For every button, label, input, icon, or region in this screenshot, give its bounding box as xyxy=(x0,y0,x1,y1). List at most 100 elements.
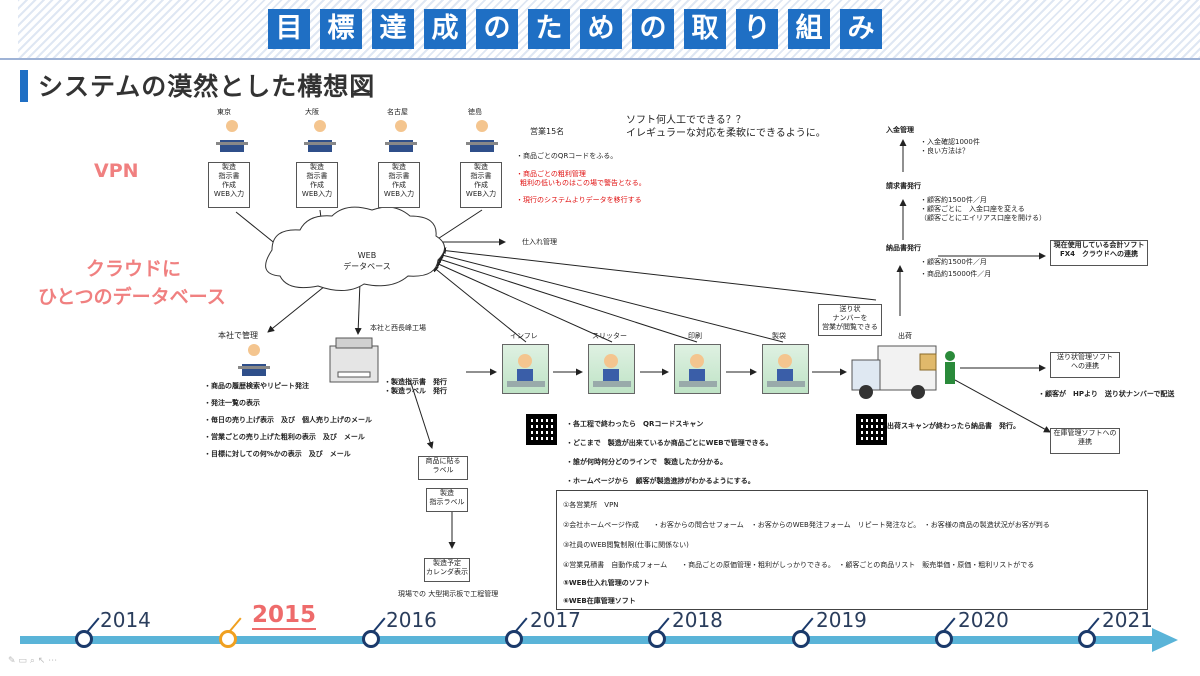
banner-char: り xyxy=(736,9,778,49)
banner-char: み xyxy=(840,9,882,49)
sales-note: 粗利の低いものはこの場で警告となる。 xyxy=(520,179,646,187)
delivery-slip-title: 納品書発行 xyxy=(886,244,921,252)
timeline-year: 2020 xyxy=(958,608,1009,632)
factory-label: 本社と西長峰工場 xyxy=(370,324,426,332)
banner-char: 標 xyxy=(320,9,362,49)
timeline-dot[interactable] xyxy=(505,630,523,648)
presenter-toolbar[interactable]: ✎ ▭ ⌕ ↖ ⋯ xyxy=(8,656,57,666)
timeline-dot[interactable] xyxy=(648,630,666,648)
sales-note: ・商品ごとの粗利管理 xyxy=(516,170,586,178)
factory-worker-icon xyxy=(588,344,635,394)
list-item: ・発注一覧の表示 xyxy=(204,399,260,407)
process-notes: ・各工程で終わったら QRコードスキャン ・どこまで 製造が出来ているか商品ごと… xyxy=(566,420,773,485)
tracking-software-box: 送り状管理ソフトへの連携 xyxy=(1050,352,1120,378)
list-item: ・目標に対しての何%かの表示 及び メール xyxy=(204,450,351,458)
timeline-dot[interactable] xyxy=(1078,630,1096,648)
process-step-label: インフレ xyxy=(510,332,538,340)
banner-char: の xyxy=(632,9,674,49)
factory-worker-icon xyxy=(502,344,549,394)
timeline-year: 2019 xyxy=(816,608,867,632)
sales-count: 営業15名 xyxy=(530,127,565,136)
summary-box: ①各営業所 VPN ②会社ホームページ作成 ・お客からの問合せフォーム ・お客か… xyxy=(556,490,1148,610)
timeline-year: 2014 xyxy=(100,608,151,632)
banner-char: 達 xyxy=(372,9,414,49)
banner-char: 組 xyxy=(788,9,830,49)
process-step-label: 印刷 xyxy=(688,332,702,340)
invoice-notes: ・顧客約1500件／月・顧客ごとに 入金口座を変える（顧客ごとにエイリアス口座を… xyxy=(920,196,1046,222)
qr-code-icon xyxy=(526,414,557,445)
factory-worker-icon xyxy=(762,344,809,394)
customer-tracking-note: ・顧客が HPより 送り状ナンバーで配送 xyxy=(1038,390,1175,398)
vpn-label: VPN xyxy=(94,160,139,182)
office-worker-icon xyxy=(236,342,272,378)
office-worker-icon xyxy=(214,118,250,154)
top-question: ソフト何人工でできる？？イレギュラーな対応を柔軟にできるように。 xyxy=(626,115,826,139)
zoom-icon[interactable]: ⌕ xyxy=(29,656,35,666)
timeline-year: 2021 xyxy=(1102,608,1153,632)
site-name: 大阪 xyxy=(305,108,319,116)
invoice-title: 請求書発行 xyxy=(886,182,921,190)
list-item: ・営業ごとの売り上げた粗利の表示 及び メール xyxy=(204,433,365,441)
summary-item: ④営業見積書 自動作成フォーム ・商品ごとの原価管理・粗利がしっかりできる。 ・… xyxy=(563,561,1035,569)
summary-item: ⑥WEB在庫管理ソフト xyxy=(563,597,636,605)
shipping-label: 出荷 xyxy=(898,332,912,340)
office-worker-icon xyxy=(464,118,500,154)
payment-title: 入金管理 xyxy=(886,126,914,134)
office-worker-icon xyxy=(302,118,338,154)
site-name: 東京 xyxy=(217,108,231,116)
site-name: 名古屋 xyxy=(387,108,408,116)
banner-char: 取 xyxy=(684,9,726,49)
site-name: 徳島 xyxy=(468,108,482,116)
slides-icon[interactable]: ▭ xyxy=(18,656,27,666)
timeline-arrowhead xyxy=(1152,628,1178,652)
timeline-year: 2018 xyxy=(672,608,723,632)
title-banner: 目 標 達 成 の た め の 取 り 組 み xyxy=(0,0,1200,60)
banner-char: の xyxy=(476,9,518,49)
timeline-year: 2016 xyxy=(386,608,437,632)
inventory-software-box: 在庫管理ソフトへの連携 xyxy=(1050,428,1120,454)
sales-note: ・商品ごとのQRコードをふる。 xyxy=(516,152,618,160)
banner-edge-left xyxy=(0,0,18,58)
production-calendar-box: 製造予定カレンダ表示 xyxy=(424,558,470,582)
cloud-label-line2: ひとつのデータベース xyxy=(38,286,226,308)
process-step-label: 製袋 xyxy=(772,332,786,340)
section-accent-bar xyxy=(20,70,28,102)
qr-code-icon xyxy=(856,414,887,445)
summary-item: ①各営業所 VPN xyxy=(563,501,619,509)
timeline-dot-current[interactable] xyxy=(219,630,237,648)
banner-char: 成 xyxy=(424,9,466,49)
list-item: ・商品の履歴検索やリピート発注 xyxy=(204,382,309,390)
pointer-icon[interactable]: ↖ xyxy=(37,656,46,666)
delivery-slip-notes: ・顧客約1500件／月・商品約15000件／月 xyxy=(920,258,992,278)
tracking-number-box: 送り状ナンバーを営業が閲覧できる xyxy=(818,304,882,336)
more-icon[interactable]: ⋯ xyxy=(48,656,58,666)
factory-worker-icon xyxy=(674,344,721,394)
sales-note: ・現行のシステムよりデータを移行する xyxy=(516,196,642,204)
pen-icon[interactable]: ✎ xyxy=(8,656,16,666)
shipping-scan-note: ・出荷スキャンが終わったら納品書 発行。 xyxy=(880,422,1020,430)
timeline-bar xyxy=(20,636,1160,644)
timeline-dot[interactable] xyxy=(792,630,810,648)
banner-char: た xyxy=(528,9,570,49)
process-step-label: スリッター xyxy=(592,332,627,340)
purchase-management-label: 仕入れ管理 xyxy=(522,238,557,246)
cloud-label-line1: クラウドに xyxy=(86,258,182,280)
work-order-label-box: 製造指示ラベル xyxy=(426,488,468,512)
list-item: ・毎日の売り上げ表示 及び 個人売り上げのメール xyxy=(204,416,372,424)
office-worker-icon xyxy=(383,118,419,154)
hq-feature-list: ・商品の履歴検索やリピート発注 ・発注一覧の表示 ・毎日の売り上げ表示 及び 個… xyxy=(204,382,372,459)
hq-label: 本社で管理 xyxy=(218,331,258,340)
timeline-dot[interactable] xyxy=(362,630,380,648)
board-note: 現場での 大型掲示板で工程管理 xyxy=(398,590,499,598)
timeline-dot[interactable] xyxy=(935,630,953,648)
timeline-year-current: 2015 xyxy=(252,602,317,630)
timeline-dot[interactable] xyxy=(75,630,93,648)
product-label-box: 商品に貼るラベル xyxy=(418,456,468,480)
summary-item: ⑤WEB仕入れ管理のソフト xyxy=(563,579,650,587)
